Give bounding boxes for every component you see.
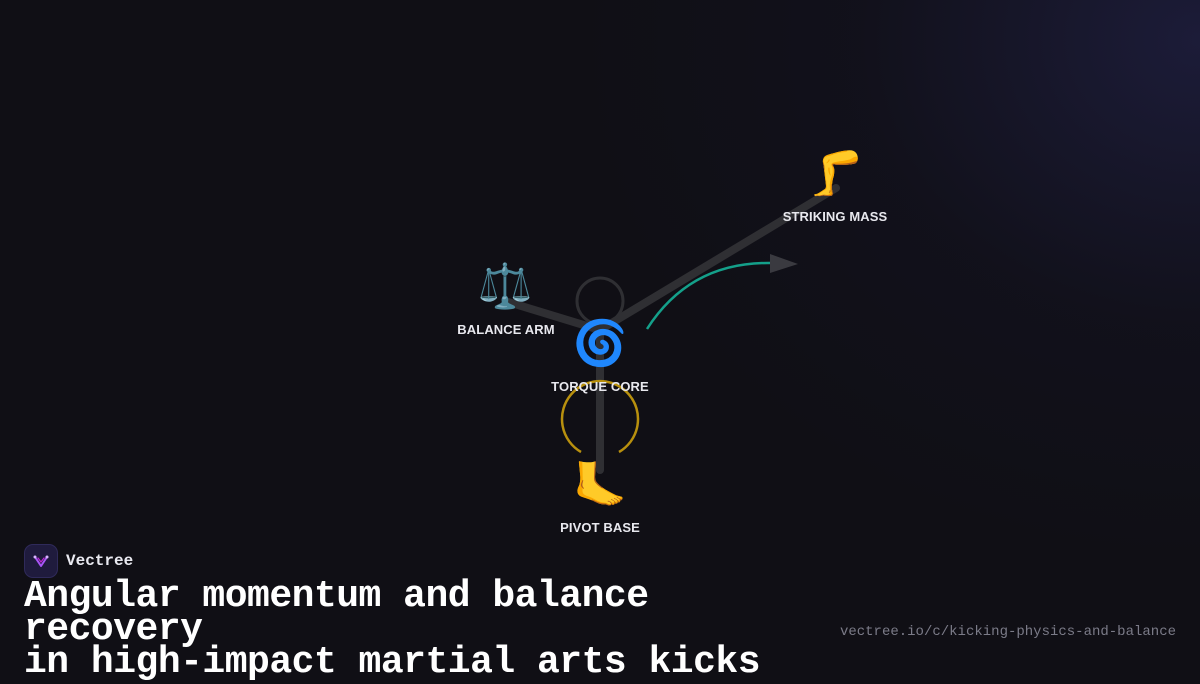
rotation-arrowhead — [770, 254, 798, 273]
pivot-base-label: PIVOT BASE — [560, 520, 640, 535]
title-line-1: Angular momentum and balance recovery — [24, 575, 649, 651]
brand: Vectree — [24, 544, 133, 578]
pivot-arc — [560, 379, 640, 454]
leg-icon: 🦵 — [808, 148, 864, 199]
balance-scale-icon: ⚖️ — [477, 261, 533, 312]
arm-limb — [504, 298, 604, 334]
head-circle — [575, 276, 625, 326]
rotation-arrow — [645, 261, 771, 330]
leg-limb — [596, 184, 840, 334]
cyclone-icon: 🌀 — [572, 318, 628, 369]
vectree-logo-icon — [24, 544, 58, 578]
foot-icon: 🦶 — [572, 460, 628, 511]
title-line-2: in high-impact martial arts kicks — [24, 641, 761, 684]
brand-name: Vectree — [66, 552, 134, 570]
balance-arm-label: BALANCE ARM — [457, 322, 555, 337]
striking-mass-label: STRIKING MASS — [782, 209, 888, 224]
torque-core-label: TORQUE CORE — [551, 379, 649, 394]
page-title: Angular momentum and balance recovery in… — [24, 575, 844, 684]
source-url[interactable]: vectree.io/c/kicking-physics-and-balance — [839, 624, 1176, 640]
